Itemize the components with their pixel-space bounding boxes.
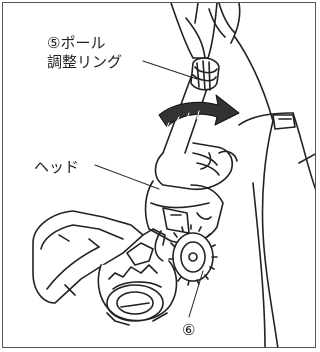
pole-adjust-ring-label-line1: ⑤ポール [47, 34, 106, 52]
spool-base [97, 228, 178, 326]
leader-lines [94, 60, 204, 318]
pole-adjust-ring [190, 57, 220, 91]
operator-body [234, 36, 315, 347]
leader-six [188, 270, 204, 318]
gear-knob [168, 224, 218, 286]
trimmer-illustration [32, 3, 315, 347]
head-label: ヘッド [34, 158, 80, 176]
curved-arrow-icon [158, 94, 240, 132]
leader-head [94, 164, 160, 190]
illustration-frame: ⑤ポール 調整リング ヘッド ⑥ [2, 2, 316, 348]
callout-six-label: ⑥ [182, 321, 196, 339]
upper-hand [170, 3, 241, 59]
pole-adjust-ring-label-line2: 調整リング [47, 52, 123, 71]
lower-hand [154, 142, 238, 191]
guard-cover [32, 210, 144, 304]
leader-pole-ring [142, 60, 198, 80]
pole-adjust-ring-label: ⑤ポール 調整リング [47, 34, 122, 72]
